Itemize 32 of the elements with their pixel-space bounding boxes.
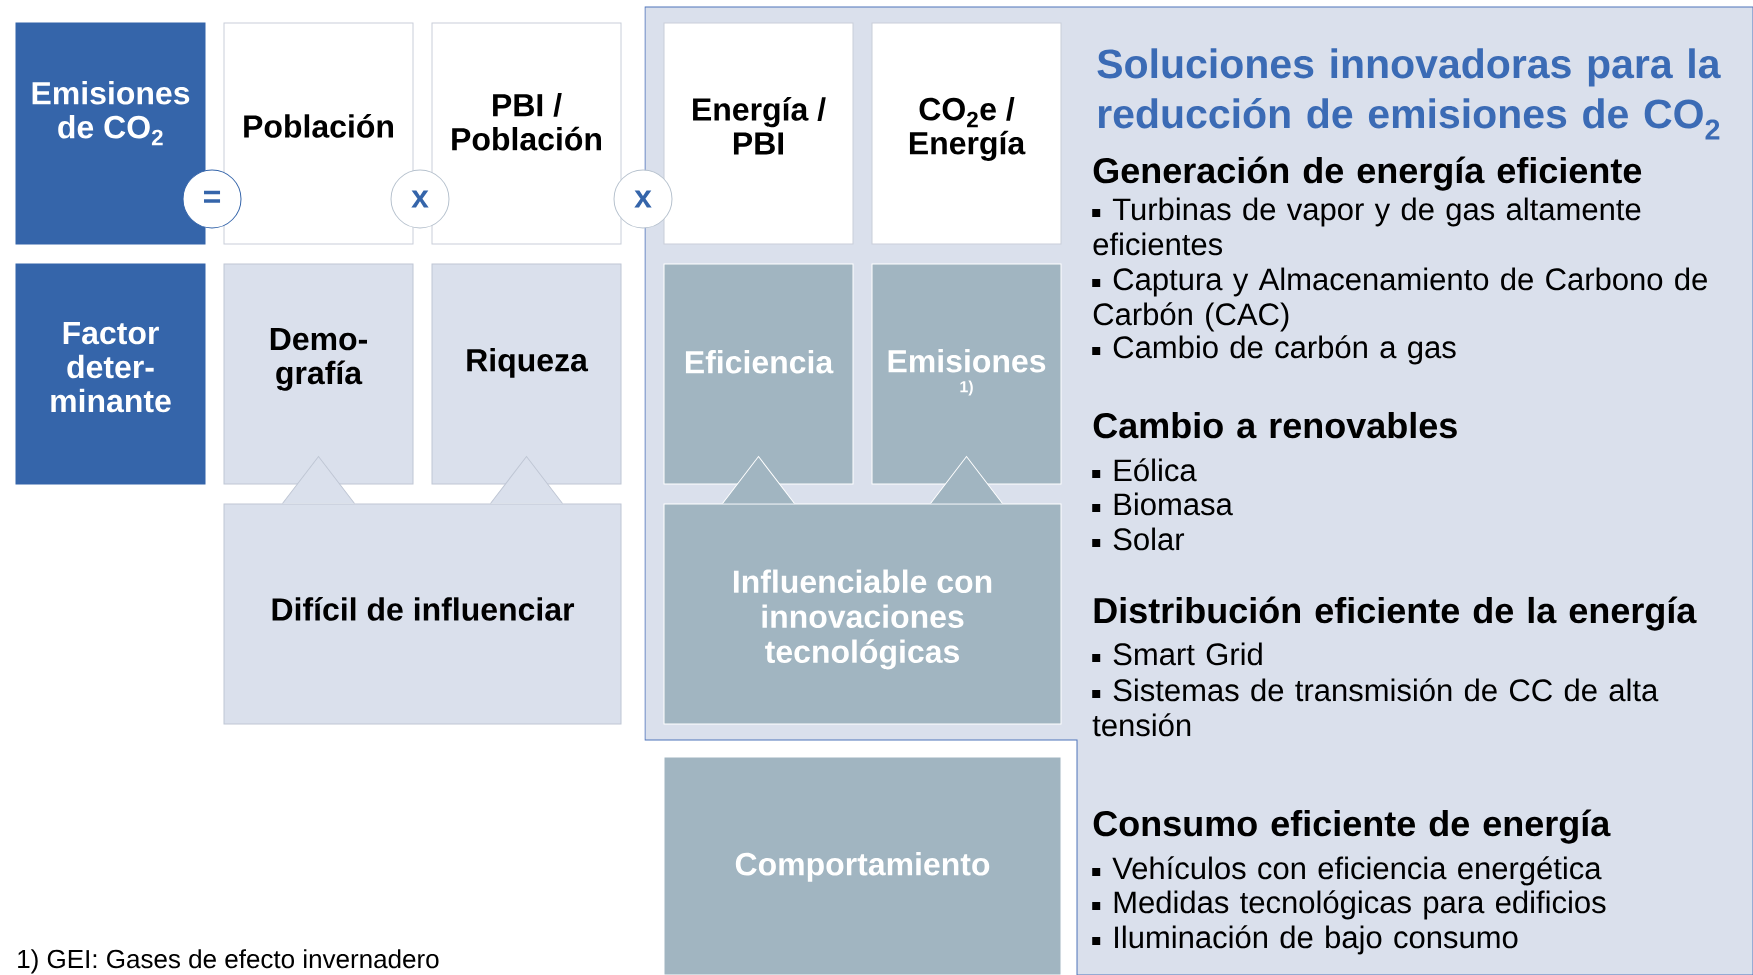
factor-box: CO$_{2}$e / Energía: [871, 22, 1062, 245]
pointer-triangle: [722, 456, 795, 504]
category-box: Emisiones 1): [871, 263, 1062, 485]
bullet-item: Vehículos con eficiencia energética: [1092, 856, 1602, 886]
bullet-item: Iluminación de bajo consumo: [1092, 925, 1518, 955]
bullet-item: Turbinas de vapor y de gas altamente eficientes: [1092, 197, 1641, 256]
category-box: Riqueza: [431, 263, 622, 485]
section-heading: Generación de energía eficiente: [1093, 156, 1642, 191]
factor-box: Energía / PBI: [663, 22, 854, 245]
group-box: Influenciable con innovaciones tecnológicas: [663, 503, 1062, 725]
bullet-item: Biomasa: [1092, 492, 1233, 516]
section-heading: Consumo eficiente de energía: [1093, 809, 1611, 844]
pointer-triangle: [490, 456, 563, 504]
pointer-triangle: [930, 456, 1003, 504]
bullet-item: Solar: [1092, 527, 1185, 551]
bullet-item: Cambio de carbón a gas: [1092, 335, 1456, 365]
bullet-item: Captura y Almacenamiento de Carbono de Carbón (CAC): [1092, 267, 1707, 332]
bullet-item: Smart Grid: [1092, 642, 1262, 666]
row-header-box: Factor deter- minante: [15, 263, 206, 485]
panel-title: Soluciones innovadoras para la reducción de emisiones de CO$_{2}$: [1097, 48, 1721, 140]
factor-box: PBI / Población: [431, 22, 622, 245]
category-box: Demo- grafía: [223, 263, 414, 485]
bullet-item: Eólica: [1092, 458, 1197, 482]
footnote: 1) GEI: Gases de efecto invernadero: [18, 949, 439, 974]
section-heading: Cambio a renovables: [1093, 411, 1457, 439]
bullet-item: Sistemas de transmisión de CC de alta tensión: [1092, 678, 1659, 737]
category-box: Eficiencia: [663, 263, 854, 485]
bullet-item: Medidas tecnológicas para edificios: [1092, 890, 1606, 920]
group-box: Difícil de influenciar: [223, 503, 622, 725]
section-heading: Distribución eficiente de la energía: [1094, 596, 1697, 631]
group-box: Comportamiento: [663, 756, 1062, 975]
pointer-triangle: [282, 456, 355, 504]
